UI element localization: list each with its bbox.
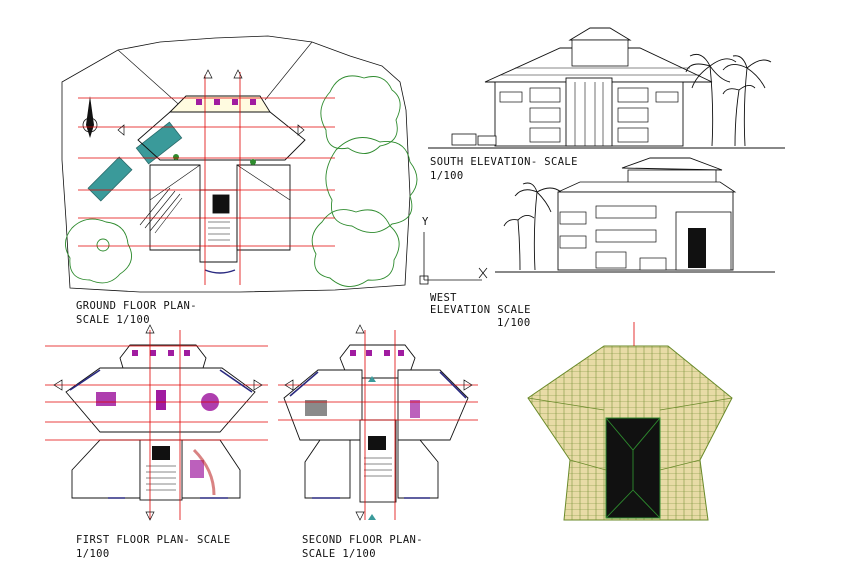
west-elevation [419,157,775,285]
parked-cars [87,121,183,202]
roof-plan [527,322,733,521]
ground-floor-title: GROUND FLOOR PLAN- [76,300,197,312]
north-arrow [82,96,98,138]
ground-fixtures [196,99,256,105]
ucs-icon [419,232,488,285]
site-trees [65,75,418,287]
south-balconies [499,87,679,143]
entrance-stairs [139,187,230,247]
second-windows [289,371,467,499]
first-floor-plan [45,324,268,521]
second-stairs [364,457,392,477]
first-floor-title: FIRST FLOOR PLAN- SCALE [76,534,231,546]
ground-floor-scale: SCALE 1/100 [76,314,150,326]
west-elevation-title: WEST [430,292,457,304]
second-floor-plan [278,324,478,521]
south-elevation-scale: 1/100 [430,170,464,182]
first-windows [69,369,253,499]
ground-floor-plan [61,35,418,293]
first-grid-lines [45,330,268,520]
west-elevation-title-2: ELEVATION SCALE [430,304,531,316]
south-palm-trees [685,53,772,147]
west-palm-trees [503,182,562,271]
west-balconies [559,205,657,269]
south-elevation [428,27,785,149]
south-cars [451,133,497,146]
grid-markers [117,69,305,136]
ucs-y-label: Y [422,216,429,228]
first-floor-scale: 1/100 [76,548,110,560]
second-floor-scale: SCALE 1/100 [302,548,376,560]
west-elevation-scale: 1/100 [497,317,531,329]
second-furniture [305,350,420,418]
south-elevation-title: SOUTH ELEVATION- SCALE [430,156,578,168]
ground-grid-lines [78,72,335,285]
second-floor-title: SECOND FLOOR PLAN- [302,534,423,546]
ground-building [137,95,306,274]
first-stairs [146,465,176,491]
second-grid-lines [278,330,478,520]
